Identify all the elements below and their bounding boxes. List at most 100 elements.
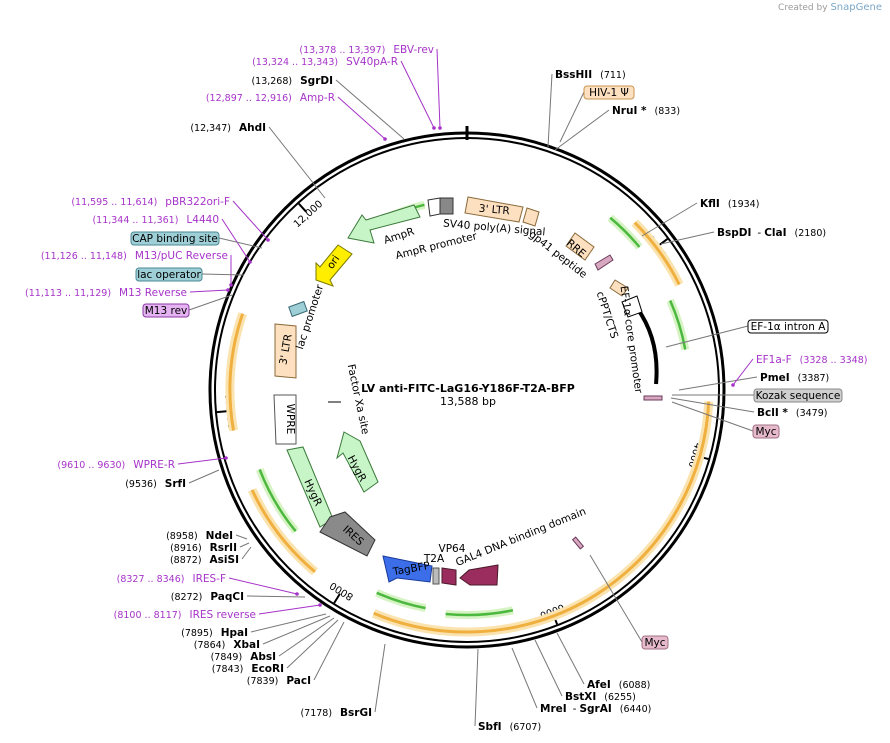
enzyme-label: (12,347)AhdI xyxy=(190,122,266,134)
primer-range: (11,126 .. 11,148) xyxy=(41,251,127,262)
enzyme-leader xyxy=(239,542,250,548)
ori-arrow xyxy=(315,244,353,287)
primer-text: (12,897 .. 12,916)Amp-R xyxy=(206,92,335,104)
orf-arcs xyxy=(225,200,714,637)
myc-block xyxy=(571,536,585,550)
ires-block xyxy=(319,511,376,557)
primer-text: (11,344 .. 11,361)L4440 xyxy=(92,214,219,226)
enzyme-name-text: SbfI(6707) xyxy=(478,721,541,733)
enzyme-name-text: (7839)PacI xyxy=(247,675,311,687)
primer-label: (8327 .. 8346) IRES-F xyxy=(117,573,226,585)
enzyme-name-text: BstXI(6255) xyxy=(565,691,636,703)
ltr3-label: 3' LTR xyxy=(277,333,294,366)
primer-name: EF1a-F xyxy=(756,354,792,366)
enzyme-name: SrfI xyxy=(165,478,186,490)
ampr-promoter-arrow xyxy=(427,197,441,217)
enzyme-position: (8916) xyxy=(170,543,202,554)
primer-range: (8327 .. 8346) xyxy=(117,574,185,585)
enzyme-position: (3387) xyxy=(798,373,830,384)
feature-box-leader xyxy=(188,294,233,311)
ampr-label: AmpR xyxy=(382,226,416,247)
enzyme-label: AfeI(6088) xyxy=(587,679,650,691)
plasmid-name: LV anti-FITC-LaG16-Y186F-T2A-BFP xyxy=(361,382,575,395)
enzyme-position: (8272) xyxy=(171,592,203,603)
enzyme-position: (9536) xyxy=(125,479,157,490)
ampr-arrow xyxy=(347,204,421,244)
primer-name: IRES-F xyxy=(192,573,226,585)
enzyme-name-text: (8272) PaqCI xyxy=(171,591,244,603)
feature-box-leader xyxy=(559,91,585,143)
lac-promoter-label: lac promoter xyxy=(294,283,326,351)
primer-label: (11,344 .. 11,361)L4440 xyxy=(92,214,219,226)
feature-box-label: Myc xyxy=(641,635,669,650)
enzyme-name: BstXI xyxy=(565,691,596,703)
ltr5-label: 3' LTR xyxy=(478,203,510,218)
enzyme-label: (7843) EcoRI xyxy=(212,663,284,675)
enzyme-name-text: KflI (1934) xyxy=(700,198,759,210)
vp64-label: VP64 xyxy=(439,543,466,555)
scale-tick xyxy=(298,203,307,213)
enzyme-leader xyxy=(556,632,585,685)
feature-box-text: CAP binding site xyxy=(132,233,218,245)
primer-text: EF1a-F(3328 .. 3348) xyxy=(756,354,867,366)
enzyme-name-text: BclI *(3479) xyxy=(757,407,827,419)
primer-label: (9610 .. 9630)WPRE-R xyxy=(57,459,175,471)
enzyme-position: (833) xyxy=(655,106,681,117)
enzyme-name: PaqCI xyxy=(210,591,244,603)
enzyme-position: (7839) xyxy=(247,676,279,687)
primer-text: (11,113 .. 11,129)M13 Reverse xyxy=(25,287,187,299)
kozak-block xyxy=(643,395,663,401)
enzyme-name-text: MreI-SgrAI(6440) xyxy=(540,703,651,715)
enzyme-label: (8916)RsrII xyxy=(170,542,237,554)
enzyme-name-text: (8916)RsrII xyxy=(170,542,237,554)
plasmid-size: 13,588 bp xyxy=(440,395,496,408)
enzyme-leader xyxy=(313,621,345,681)
orf-arrow-core xyxy=(445,609,514,617)
enzyme-position: (7843) xyxy=(212,664,244,675)
scale-tick-label: 8000 xyxy=(328,579,355,602)
primer-text: (11,126 .. 11,148)M13/pUC Reverse xyxy=(41,250,228,262)
primer-range: (13,378 .. 13,397) xyxy=(299,45,385,56)
lac-operator-block xyxy=(288,300,308,318)
enzyme-name: EcoRI xyxy=(251,663,284,675)
enzyme-leader xyxy=(335,79,405,140)
enzyme-label: (7849)AbsI xyxy=(211,651,276,663)
enzyme-leader xyxy=(678,376,758,391)
enzyme-leader xyxy=(241,546,252,560)
primer-name: L4440 xyxy=(186,214,219,226)
enzyme-name: NruI * xyxy=(612,105,647,117)
gal4-label: GAL4 DNA binding domain xyxy=(454,506,588,569)
primer-label: (13,378 .. 13,397)EBV-rev xyxy=(299,44,434,56)
feature-box-text: Myc xyxy=(644,637,665,649)
feature-box-text: M13 rev xyxy=(145,305,188,317)
primer-leader xyxy=(436,48,441,129)
enzyme-name-text: (8872)AsiSI xyxy=(170,554,239,566)
leader-lines xyxy=(177,48,758,727)
enzyme-position: (7178) xyxy=(300,708,332,719)
primer-name: SV40pA-R xyxy=(346,56,398,68)
ef1a-promoter-arrow xyxy=(635,306,659,385)
primer-label: (11,126 .. 11,148)M13/pUC Reverse xyxy=(41,250,228,262)
enzyme-leader xyxy=(268,126,326,199)
feature-box xyxy=(142,303,190,318)
orf-arc-core xyxy=(250,489,316,573)
enzyme-name: BclI * xyxy=(757,407,788,419)
factor-xa-label: Factor Xa site xyxy=(345,363,372,435)
tagbfp-arrow xyxy=(382,555,433,583)
enzyme-position: (1934) xyxy=(728,199,760,210)
primer-leader xyxy=(221,218,251,263)
enzyme-label: (7839)PacI xyxy=(247,675,311,687)
feature-box-label: Myc xyxy=(752,424,780,439)
enzyme-name: KflI xyxy=(700,198,720,210)
primer-leader xyxy=(189,289,229,293)
credit-prefix: Created by xyxy=(778,3,828,13)
primer-range: (9610 .. 9630) xyxy=(57,460,125,471)
gal4-arrow xyxy=(459,564,499,586)
feature-box xyxy=(583,85,635,100)
primer-site xyxy=(318,603,322,607)
feature-box-text: HIV-1 Ψ xyxy=(589,87,629,99)
feature-box xyxy=(753,388,843,403)
enzyme-name2: ClaI xyxy=(764,227,786,239)
primer-leader xyxy=(732,358,754,386)
primer-range: (11,113 .. 11,129) xyxy=(25,288,111,299)
